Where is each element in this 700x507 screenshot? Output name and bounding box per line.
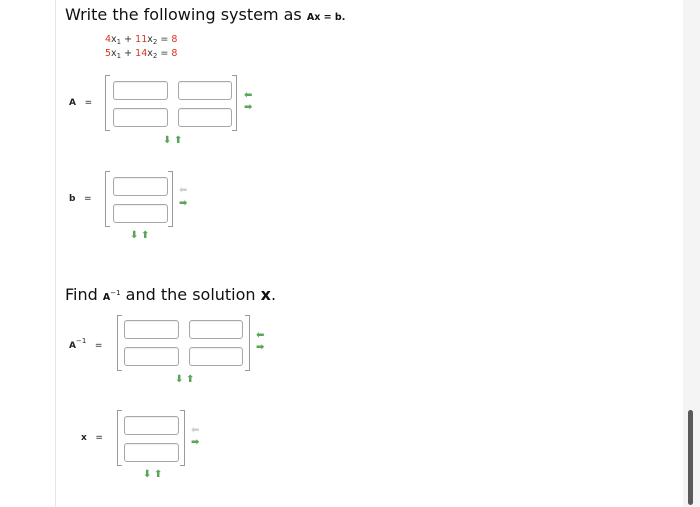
coefficient: 11 (135, 34, 148, 45)
remove-column-arrow-icon[interactable]: ⬅ (244, 90, 253, 101)
inverse-symbol: A (102, 292, 111, 303)
vector-x-label: x = (81, 433, 103, 443)
vector-b-cell-2[interactable] (113, 204, 168, 223)
variable: x (111, 48, 117, 59)
remove-column-arrow-icon[interactable]: ⬅ (256, 330, 265, 341)
label-superscript: −1 (75, 337, 87, 345)
vector-b-label: b = (69, 194, 92, 204)
equation-row-2: 5x1 + 14x2 = 8 (105, 48, 177, 60)
remove-row-arrow-icon[interactable]: ⬆ (141, 230, 150, 241)
vector-x-cell-2[interactable] (124, 443, 179, 462)
matrix-ainv-cell-1-1[interactable] (124, 320, 179, 339)
equals-sign: = (160, 34, 169, 45)
remove-row-arrow-icon[interactable]: ⬆ (154, 469, 163, 480)
label-text: A (69, 98, 76, 108)
inverse-superscript: −1 (110, 289, 121, 297)
label-text: b (69, 194, 76, 204)
matrix-a-cell-2-1[interactable] (113, 108, 168, 127)
right-bracket (168, 171, 173, 227)
equation-row-1: 4x1 + 11x2 = 8 (105, 34, 177, 46)
add-row-arrow-icon[interactable]: ⬇ (130, 230, 139, 241)
plus-sign: + (124, 34, 133, 45)
prompt-find-inverse: Find A−1 and the solution x. (65, 285, 276, 304)
prompt-text: Write the following system as (65, 5, 302, 24)
remove-row-arrow-icon[interactable]: ⬆ (186, 374, 195, 385)
add-column-arrow-icon[interactable]: ➡ (244, 102, 253, 113)
matrix-ainv-cell-2-2[interactable] (189, 347, 243, 366)
variable: x (147, 34, 153, 45)
matrix-ainv-cell-2-1[interactable] (124, 347, 179, 366)
vector-x-cell-1[interactable] (124, 416, 179, 435)
label-text: x (81, 433, 87, 443)
variable: x (111, 34, 117, 45)
prompt-write-system: Write the following system as Ax = b. (65, 5, 345, 24)
scrollbar-thumb[interactable] (688, 410, 693, 505)
matrix-a-cell-1-1[interactable] (113, 81, 168, 100)
add-column-arrow-icon[interactable]: ➡ (191, 437, 200, 448)
remove-column-arrow-icon: ⬅ (191, 425, 200, 436)
coefficient: 5 (105, 48, 112, 59)
subscript: 1 (116, 38, 122, 46)
rhs-value: 8 (171, 34, 178, 45)
add-row-arrow-icon[interactable]: ⬇ (143, 469, 152, 480)
right-bracket (232, 75, 237, 131)
remove-row-arrow-icon[interactable]: ⬆ (174, 135, 183, 146)
prompt-expression: Ax = b (306, 12, 342, 23)
coefficient: 4 (105, 34, 112, 45)
right-bracket (245, 315, 250, 371)
subscript: 2 (152, 38, 158, 46)
subscript: 2 (152, 52, 158, 60)
matrix-ainv-cell-1-2[interactable] (189, 320, 243, 339)
left-bracket (105, 171, 110, 227)
left-bracket (117, 315, 122, 371)
equals-sign: = (84, 98, 93, 108)
left-bracket (117, 410, 122, 466)
matrix-ainv-label: A−1 = (69, 337, 102, 351)
matrix-a-cell-2-2[interactable] (178, 108, 232, 127)
scrollbar-track[interactable] (683, 0, 700, 507)
plus-sign: + (124, 48, 133, 59)
rhs-value: 8 (171, 48, 178, 59)
vector-b-cell-1[interactable] (113, 177, 168, 196)
left-bracket (105, 75, 110, 131)
prompt-period: . (341, 12, 346, 23)
label-text: A (69, 341, 76, 351)
prompt-period: . (270, 285, 277, 304)
subscript: 1 (116, 52, 122, 60)
prompt-text: Find (65, 285, 98, 304)
add-column-arrow-icon[interactable]: ➡ (179, 198, 188, 209)
right-bracket (180, 410, 185, 466)
variable: x (147, 48, 153, 59)
equals-sign: = (84, 194, 92, 204)
remove-column-arrow-icon: ⬅ (179, 185, 188, 196)
prompt-text: and the solution (125, 285, 256, 304)
matrix-a-label: A = (69, 98, 92, 108)
content-panel (55, 0, 673, 507)
equals-sign: = (94, 341, 103, 351)
add-column-arrow-icon[interactable]: ➡ (256, 342, 265, 353)
equals-sign: = (95, 433, 103, 443)
coefficient: 14 (135, 48, 148, 59)
equals-sign: = (160, 48, 169, 59)
add-row-arrow-icon[interactable]: ⬇ (163, 135, 172, 146)
matrix-a-cell-1-2[interactable] (178, 81, 232, 100)
solution-symbol: x (260, 285, 271, 304)
add-row-arrow-icon[interactable]: ⬇ (175, 374, 184, 385)
